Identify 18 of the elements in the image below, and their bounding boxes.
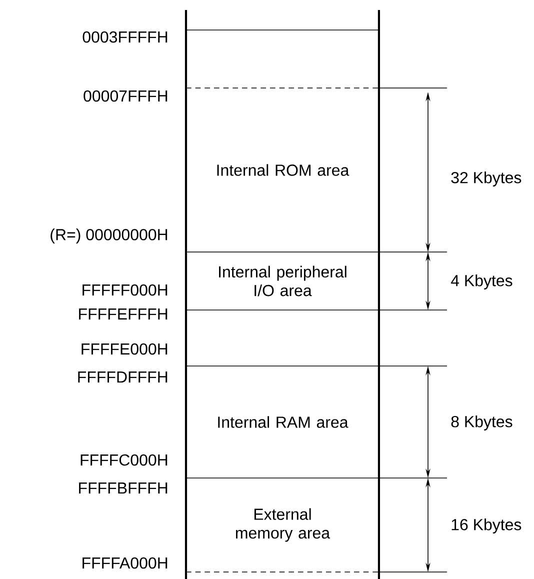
address-label: FFFFBFFFH [79,482,168,494]
address-label: 0003FFFFH [82,31,168,43]
memory-area-label: Internal ROM area [217,164,350,176]
address-label: FFFFE000H [82,343,168,355]
address-label: FFFFC000H [80,454,168,466]
size-label: 32 Kbytes [451,172,522,186]
memory-area-label: External memory area [236,508,330,542]
memory-area-label: Internal RAM area [218,416,348,428]
size-label: 4 Kbytes [450,274,512,290]
memory-area-label: Internal peripheral I/O area [219,266,346,296]
address-label: FFFFA000H [82,557,168,569]
address-label: FFFFDFFFH [78,372,168,382]
address-label: (R=) 00000000H [50,228,168,244]
size-label: 8 Kbytes [451,416,512,430]
size-label: 16 Kbytes [452,518,522,534]
address-label: 00007FFFH [84,90,168,102]
address-label: FFFFEFFFH [79,308,168,320]
address-label: FFFFF000H [82,284,168,296]
